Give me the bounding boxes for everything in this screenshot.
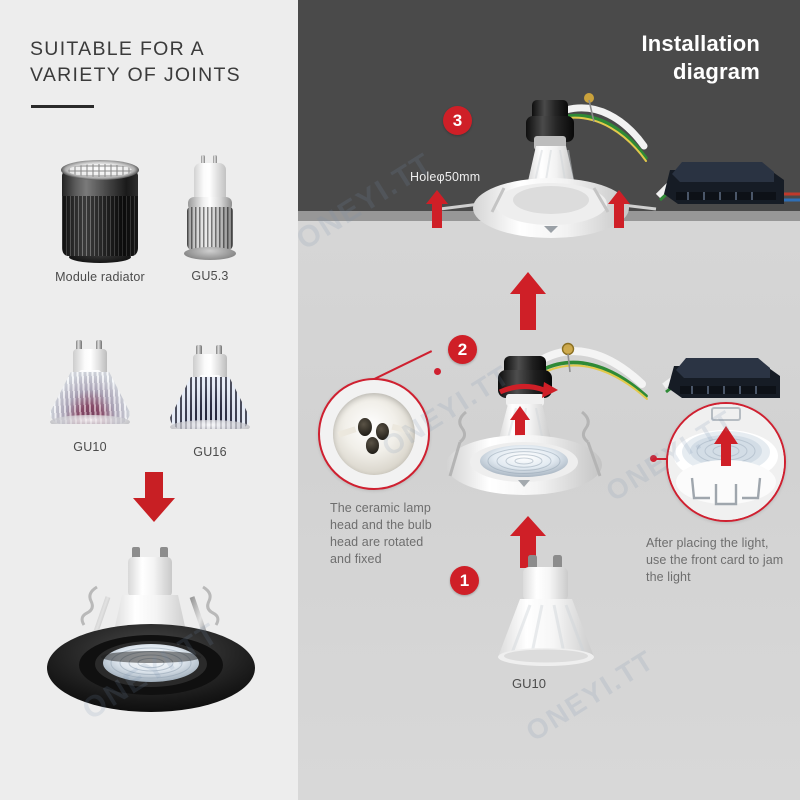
frontcard-callout-leader-dot xyxy=(650,455,657,462)
front-card-callout xyxy=(666,402,786,522)
driver-box-top xyxy=(655,162,800,204)
up-arrow-icon-step1-to-2 xyxy=(510,516,546,568)
step-number: 2 xyxy=(457,340,468,359)
product-gu10: GU10 xyxy=(30,340,150,454)
step-badge-1: 1 xyxy=(450,566,479,595)
product-label: GU5.3 xyxy=(191,269,229,283)
ceramic-lamp-head-callout xyxy=(318,378,430,490)
gu53-bulb-icon xyxy=(182,155,238,260)
black-downlight-fixture-icon xyxy=(40,545,262,735)
module-radiator-icon xyxy=(61,160,139,263)
page-title: SUITABLE FOR A VARIETY OF JOINTS xyxy=(30,36,270,88)
page-title-line1: SUITABLE FOR A xyxy=(30,38,205,60)
product-gu53: GU5.3 xyxy=(150,155,270,283)
up-arrow-icon-step2-to-3 xyxy=(510,272,546,330)
page-title-line2: VARIETY OF JOINTS xyxy=(30,64,241,86)
step3-installed-fixture xyxy=(439,93,657,238)
driver-box-middle xyxy=(662,358,780,398)
gu10-bulb-icon xyxy=(49,340,131,432)
product-label: Module radiator xyxy=(55,270,145,284)
step-number: 1 xyxy=(459,571,470,590)
down-arrow-icon xyxy=(132,472,176,522)
product-label: GU16 xyxy=(193,445,227,459)
title-underline-rule xyxy=(31,105,94,108)
gu16-bulb-icon xyxy=(169,345,251,437)
installation-title-line1: Installation xyxy=(641,31,760,56)
left-panel: SUITABLE FOR A VARIETY OF JOINTS Module … xyxy=(0,0,298,800)
product-label: GU10 xyxy=(73,440,107,454)
installation-title-line2: diagram xyxy=(673,59,760,84)
frontcard-callout-text: After placing the light, use the front c… xyxy=(646,536,784,584)
step2-fixture-assembly xyxy=(446,342,648,495)
hole-diameter-label: Holeφ50mm xyxy=(410,170,481,184)
ceramic-callout-text: The ceramic lamp head and the bulb head … xyxy=(330,501,432,566)
step-badge-3: 3 xyxy=(443,106,472,135)
product-module-radiator: Module radiator xyxy=(40,160,160,284)
gu10-caption: GU10 xyxy=(512,676,546,691)
ceramic-callout-leader-dot xyxy=(434,368,441,375)
up-arrow-icon-left xyxy=(426,190,448,228)
right-panel: Installation diagram 3 Holeφ50mm xyxy=(298,0,800,800)
gu10-lamp-icon xyxy=(498,555,594,666)
ceramic-socket-icon xyxy=(332,392,416,476)
up-arrow-icon-right xyxy=(608,190,630,228)
step-number: 3 xyxy=(452,111,463,130)
step-badge-2: 2 xyxy=(448,335,477,364)
product-gu16: GU16 xyxy=(150,345,270,459)
installation-diagram-title: Installation diagram xyxy=(500,30,760,86)
